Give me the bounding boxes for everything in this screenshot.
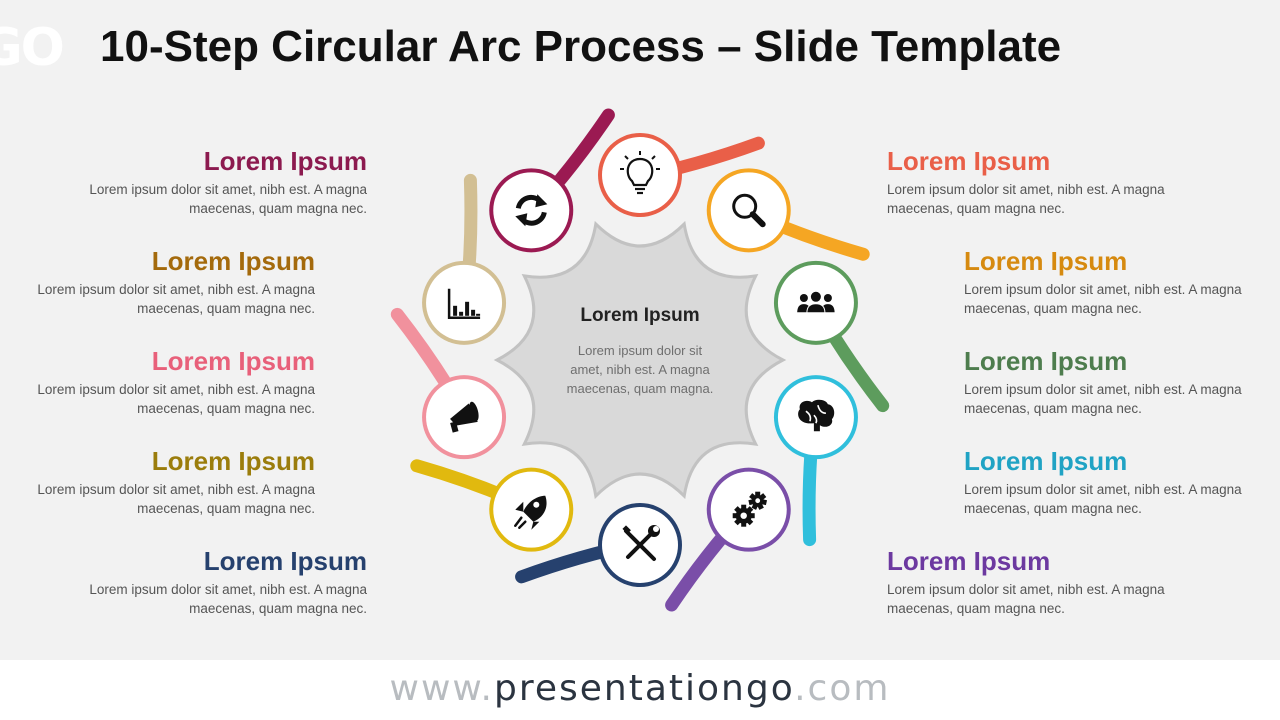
step-node-face	[493, 172, 570, 249]
step-node-6	[598, 503, 682, 587]
footer-url-prefix: www.	[389, 668, 494, 709]
step-node-4	[773, 375, 858, 460]
left-item-5-body: Lorem ipsum dolor sit amet, nibh est. A …	[89, 582, 367, 616]
center-title: Lorem Ipsum	[580, 305, 700, 326]
left-item-3-title: Lorem Ipsum	[151, 346, 315, 376]
step-node-face	[710, 172, 787, 249]
slide-title: 10-Step Circular Arc Process – Slide Tem…	[100, 22, 1062, 71]
step-node-7	[489, 467, 574, 552]
step-node-10	[489, 168, 574, 253]
refresh-icon	[515, 194, 548, 227]
left-item-1: Lorem Ipsum Lorem ipsum dolor sit amet, …	[47, 146, 367, 218]
right-item-3-body: Lorem ipsum dolor sit amet, nibh est. A …	[964, 382, 1242, 416]
right-item-5: Lorem Ipsum Lorem ipsum dolor sit amet, …	[887, 546, 1207, 618]
right-item-2: Lorem Ipsum Lorem ipsum dolor sit amet, …	[964, 246, 1280, 318]
step-node-3	[773, 260, 858, 345]
right-item-5-body: Lorem ipsum dolor sit amet, nibh est. A …	[887, 582, 1165, 616]
right-item-3-title: Lorem Ipsum	[964, 346, 1128, 376]
right-item-4-body: Lorem ipsum dolor sit amet, nibh est. A …	[964, 482, 1242, 516]
right-item-1-title: Lorem Ipsum	[887, 146, 1051, 176]
gears-icon	[732, 491, 768, 527]
left-item-2: Lorem Ipsum Lorem ipsum dolor sit amet, …	[0, 246, 315, 318]
center-label: Lorem Ipsum Lorem ipsum dolor sit amet, …	[560, 305, 720, 398]
step-node-face	[602, 137, 678, 213]
step-node-8	[422, 375, 507, 460]
step-node-face	[426, 264, 503, 341]
left-item-2-title: Lorem Ipsum	[151, 246, 315, 276]
left-item-2-body: Lorem ipsum dolor sit amet, nibh est. A …	[37, 282, 315, 316]
right-item-2-title: Lorem Ipsum	[964, 246, 1128, 276]
right-item-5-title: Lorem Ipsum	[887, 546, 1051, 576]
brain-icon	[798, 399, 835, 432]
step-node-5	[706, 467, 791, 552]
step-node-2	[706, 168, 791, 253]
footer: www.presentationgo.com	[0, 660, 1280, 720]
right-item-3: Lorem Ipsum Lorem ipsum dolor sit amet, …	[964, 346, 1280, 418]
step-node-9	[422, 260, 507, 345]
footer-url-brand: presentationgo	[494, 668, 795, 709]
left-item-5: Lorem Ipsum Lorem ipsum dolor sit amet, …	[47, 546, 367, 618]
right-item-4-title: Lorem Ipsum	[964, 446, 1128, 476]
logo-mark: GO	[0, 18, 65, 78]
center-body: Lorem ipsum dolor sit amet, nibh est. A …	[566, 343, 714, 396]
bar-chart-icon	[447, 288, 481, 320]
left-item-4-body: Lorem ipsum dolor sit amet, nibh est. A …	[37, 482, 315, 516]
tools-icon	[622, 525, 660, 561]
left-item-1-body: Lorem ipsum dolor sit amet, nibh est. A …	[89, 182, 367, 216]
right-item-4: Lorem Ipsum Lorem ipsum dolor sit amet, …	[964, 446, 1280, 518]
left-item-3: Lorem Ipsum Lorem ipsum dolor sit amet, …	[0, 346, 315, 418]
left-item-4-title: Lorem Ipsum	[151, 446, 315, 476]
magnifier-icon	[732, 193, 766, 228]
lightbulb-icon	[620, 151, 660, 195]
right-item-1-body: Lorem ipsum dolor sit amet, nibh est. A …	[887, 182, 1165, 216]
center-star-shape	[493, 220, 787, 500]
rocket-icon	[514, 495, 547, 530]
step-node-face	[777, 264, 854, 341]
footer-url-suffix: .com	[794, 668, 891, 709]
left-item-3-body: Lorem ipsum dolor sit amet, nibh est. A …	[37, 382, 315, 416]
circular-arc-diagram	[390, 108, 890, 612]
people-group-icon	[796, 291, 836, 314]
left-item-1-title: Lorem Ipsum	[203, 146, 367, 176]
left-item-4: Lorem Ipsum Lorem ipsum dolor sit amet, …	[0, 446, 315, 518]
step-node-1	[598, 133, 682, 217]
megaphone-icon	[450, 401, 479, 433]
right-item-1: Lorem Ipsum Lorem ipsum dolor sit amet, …	[887, 146, 1207, 218]
footer-url[interactable]: www.presentationgo.com	[0, 668, 1280, 709]
left-item-5-title: Lorem Ipsum	[203, 546, 367, 576]
right-item-2-body: Lorem ipsum dolor sit amet, nibh est. A …	[964, 282, 1242, 316]
step-nodes	[422, 133, 858, 587]
